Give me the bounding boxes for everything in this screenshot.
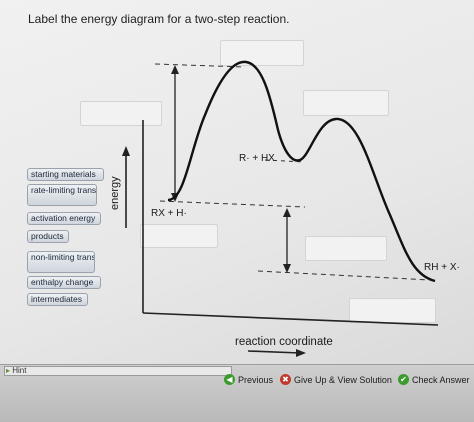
label-tile-non-limiting-ts-text: non-limiting transition state [31, 252, 95, 262]
x-arrow [247, 350, 301, 354]
instruction-text: Label the energy diagram for a two-step … [28, 12, 290, 26]
drop-target-1[interactable] [220, 40, 304, 66]
give-up-button[interactable]: ✖ Give Up & View Solution [280, 374, 392, 385]
y-arrow-head [122, 146, 130, 156]
give-up-icon: ✖ [280, 374, 291, 385]
x-arrow-head [296, 349, 306, 357]
check-icon: ✔ [398, 374, 409, 385]
x-axis-label: reaction coordinate [235, 336, 333, 348]
y-axis-label: energy [109, 176, 121, 210]
label-tile-intermediates[interactable]: intermediates [27, 293, 88, 306]
label-tile-rate-limiting-ts[interactable]: rate-limiting transition state [27, 184, 97, 206]
product-species-label: RH + X· [424, 262, 460, 273]
previous-arrow-icon: ◀ [224, 374, 235, 385]
previous-button[interactable]: ◀ Previous [224, 374, 273, 385]
energy-curve [167, 60, 436, 283]
enthalpy-arrow-bottom [283, 264, 291, 273]
reactant-species-label: RX + H· [151, 208, 187, 219]
label-tile-products[interactable]: products [27, 230, 69, 243]
intermediate-species-label: R· + HX [239, 153, 275, 164]
dashed-intermediate-level [264, 159, 306, 163]
activation-arrow-top [171, 65, 179, 74]
give-up-label: Give Up & View Solution [294, 374, 392, 385]
hint-label: Hint [12, 366, 27, 375]
dashed-ts-level [154, 63, 246, 68]
drop-target-3[interactable] [80, 101, 162, 126]
label-tile-non-limiting-ts[interactable]: non-limiting transition state [27, 251, 95, 273]
dashed-product-level [257, 270, 431, 281]
check-answer-label: Check Answer [412, 374, 470, 385]
label-tile-starting-materials[interactable]: starting materials [27, 168, 104, 181]
x-axis-line [142, 312, 439, 326]
enthalpy-arrow-top [283, 208, 291, 217]
hint-link[interactable]: ▸ Hint [6, 366, 26, 375]
check-answer-button[interactable]: ✔ Check Answer [398, 374, 470, 385]
previous-label: Previous [238, 374, 274, 385]
hint-icon: ▸ [6, 366, 11, 375]
dashed-reactant-level [159, 200, 306, 208]
drop-target-4[interactable] [140, 224, 218, 248]
drop-target-5[interactable] [305, 236, 387, 261]
drop-target-2[interactable] [303, 90, 389, 116]
label-tile-rate-limiting-ts-text: rate-limiting transition state [31, 185, 97, 195]
label-tile-activation-energy[interactable]: activation energy [27, 212, 101, 225]
hint-bar[interactable] [4, 366, 232, 376]
label-tile-enthalpy-change[interactable]: enthalpy change [27, 276, 101, 289]
